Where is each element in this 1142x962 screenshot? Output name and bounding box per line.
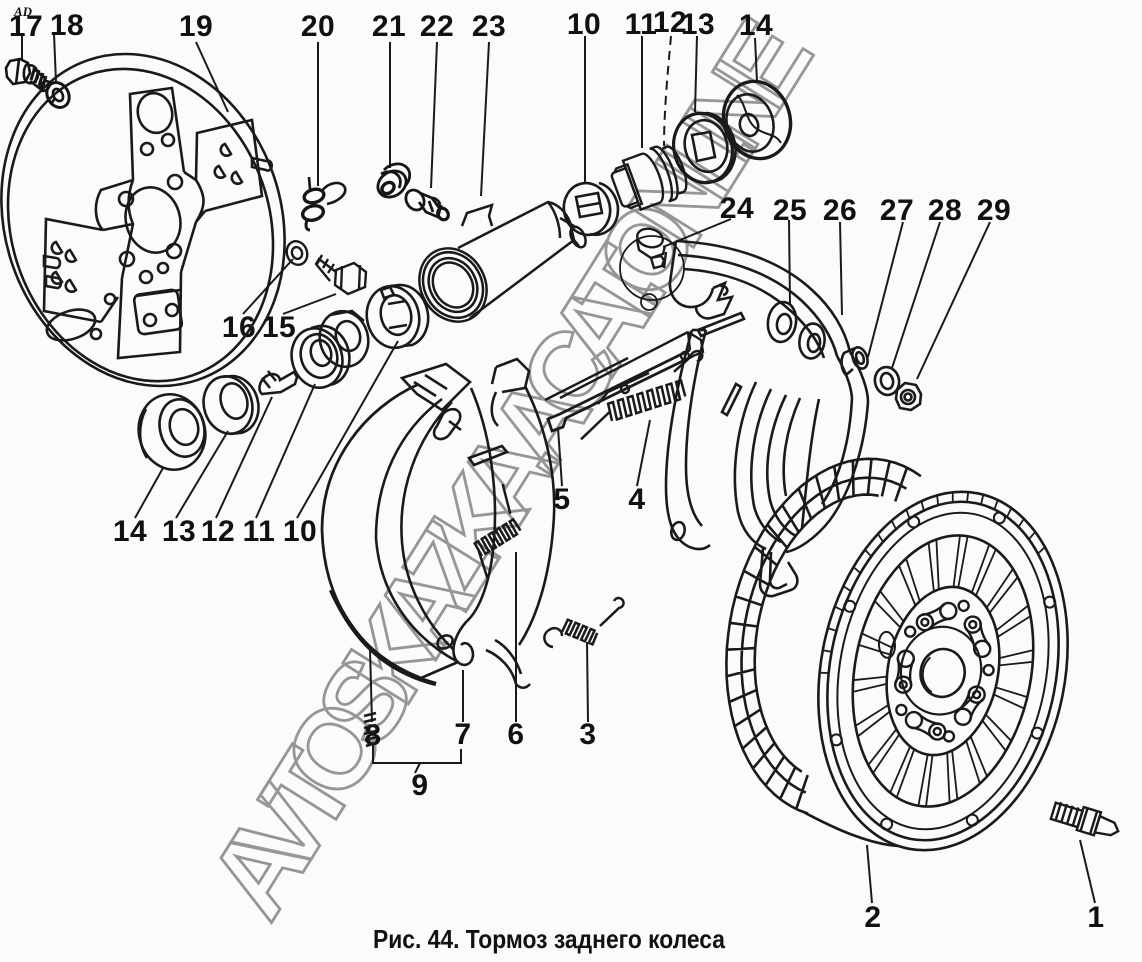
svg-text:17: 17 xyxy=(9,10,43,43)
svg-text:24: 24 xyxy=(720,192,754,225)
svg-text:22: 22 xyxy=(420,10,454,43)
svg-text:27: 27 xyxy=(880,194,914,227)
svg-text:28: 28 xyxy=(928,194,962,227)
svg-text:4: 4 xyxy=(628,483,645,516)
svg-text:10: 10 xyxy=(567,8,601,41)
svg-text:10: 10 xyxy=(283,515,317,548)
svg-text:21: 21 xyxy=(372,10,406,43)
svg-text:11: 11 xyxy=(625,8,658,41)
svg-text:14: 14 xyxy=(739,9,773,42)
svg-text:6: 6 xyxy=(507,718,524,751)
svg-text:20: 20 xyxy=(301,10,335,43)
svg-text:13: 13 xyxy=(681,8,715,41)
svg-text:5: 5 xyxy=(553,483,570,516)
svg-text:11: 11 xyxy=(243,515,276,548)
svg-text:26: 26 xyxy=(823,194,857,227)
svg-text:3: 3 xyxy=(579,718,596,751)
svg-text:2: 2 xyxy=(864,901,881,934)
svg-text:25: 25 xyxy=(773,194,807,227)
svg-text:7: 7 xyxy=(454,718,471,751)
svg-text:29: 29 xyxy=(977,194,1011,227)
svg-text:AVTOSKAZKA.ACAT.ONLINE: AVTOSKAZKA.ACAT.ONLINE xyxy=(184,0,836,938)
svg-text:13: 13 xyxy=(162,515,196,548)
svg-text:Рис. 44. Тормоз заднего колеса: Рис. 44. Тормоз заднего колеса xyxy=(373,924,725,954)
svg-text:9: 9 xyxy=(411,769,428,802)
svg-text:19: 19 xyxy=(179,10,213,43)
svg-text:23: 23 xyxy=(472,10,506,43)
svg-text:12: 12 xyxy=(201,515,235,548)
svg-text:AD: AD xyxy=(13,4,33,19)
svg-text:14: 14 xyxy=(113,515,147,548)
svg-text:1: 1 xyxy=(1087,901,1104,934)
svg-text:12: 12 xyxy=(653,6,687,39)
svg-text:18: 18 xyxy=(50,9,84,42)
